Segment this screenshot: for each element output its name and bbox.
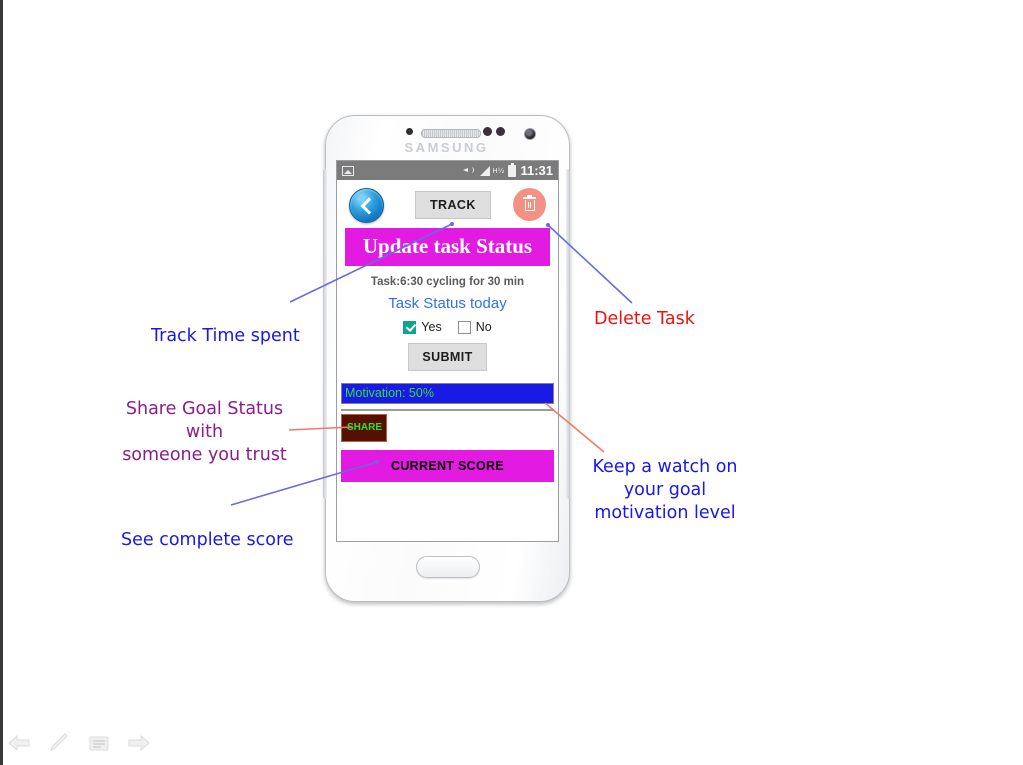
front-camera-icon: [524, 128, 536, 140]
app-toolbar: TRACK: [337, 180, 558, 228]
previous-arrow-icon[interactable]: [8, 733, 30, 757]
delete-task-button[interactable]: [513, 188, 546, 221]
annotation-track-time: Track Time spent: [151, 326, 300, 346]
section-heading: Task Status today: [388, 295, 507, 312]
current-score-button[interactable]: CURRENT SCORE: [341, 450, 554, 482]
notes-icon[interactable]: [88, 733, 110, 757]
annotation-share-goal: Share Goal Status with someone you trust: [122, 399, 287, 465]
pen-icon[interactable]: [48, 733, 70, 757]
checkbox-yes-label: Yes: [421, 320, 442, 334]
phone-screen: H½ 11:31 TRACK: [336, 160, 559, 542]
proximity-sensor-icon: [406, 128, 413, 135]
checkbox-yes[interactable]: Yes: [403, 320, 442, 334]
ir-sensor-icon: [496, 127, 505, 136]
share-button[interactable]: SHARE: [341, 414, 387, 442]
phone-mockup: SAMSUNG H½ 11:31: [323, 115, 570, 602]
earpiece-speaker: [421, 129, 481, 138]
status-checkbox-group: Yes No: [337, 320, 558, 334]
phone-left-rim: [323, 169, 327, 499]
trash-icon: [523, 195, 536, 212]
app-content: TRACK Update task Status Task:6:30 cycli…: [337, 180, 558, 482]
page-title: Update task Status: [345, 228, 550, 266]
annotation-motivation: Keep a watch on your goal motivation lev…: [592, 457, 738, 523]
checkbox-no-box[interactable]: [457, 320, 471, 334]
status-bar: H½ 11:31: [337, 161, 558, 180]
status-bar-left: [342, 165, 354, 176]
status-bar-right: H½ 11:31: [463, 162, 553, 178]
submit-row: SUBMIT: [337, 343, 558, 371]
submit-button[interactable]: SUBMIT: [408, 343, 487, 371]
phone-right-rim: [566, 169, 570, 499]
annotation-delete-task: Delete Task: [594, 309, 695, 329]
left-edge-strip: [0, 0, 3, 765]
signal-icon: [480, 165, 491, 176]
hspa-icon: H½: [492, 166, 505, 175]
back-button[interactable]: [349, 188, 384, 223]
divider: [341, 409, 554, 411]
image-icon: [342, 165, 354, 176]
home-button[interactable]: [416, 556, 480, 578]
battery-icon: [508, 162, 517, 177]
chevron-left-icon: [360, 197, 377, 214]
annotation-complete-score: See complete score: [121, 530, 294, 550]
brand-logo: SAMSUNG: [404, 140, 489, 155]
checkbox-no-label: No: [475, 320, 492, 334]
bottom-toolbar: [8, 733, 150, 757]
track-button[interactable]: TRACK: [415, 191, 491, 219]
light-sensor-icon: [483, 127, 492, 136]
volume-icon: [463, 165, 476, 176]
task-description: Task:6:30 cycling for 30 min: [370, 276, 525, 288]
checkbox-no[interactable]: No: [457, 320, 492, 334]
status-bar-clock: 11:31: [520, 163, 553, 178]
checkbox-yes-box[interactable]: [403, 320, 417, 334]
next-arrow-icon[interactable]: [128, 733, 150, 757]
motivation-bar[interactable]: Motivation: 50%: [341, 383, 554, 404]
